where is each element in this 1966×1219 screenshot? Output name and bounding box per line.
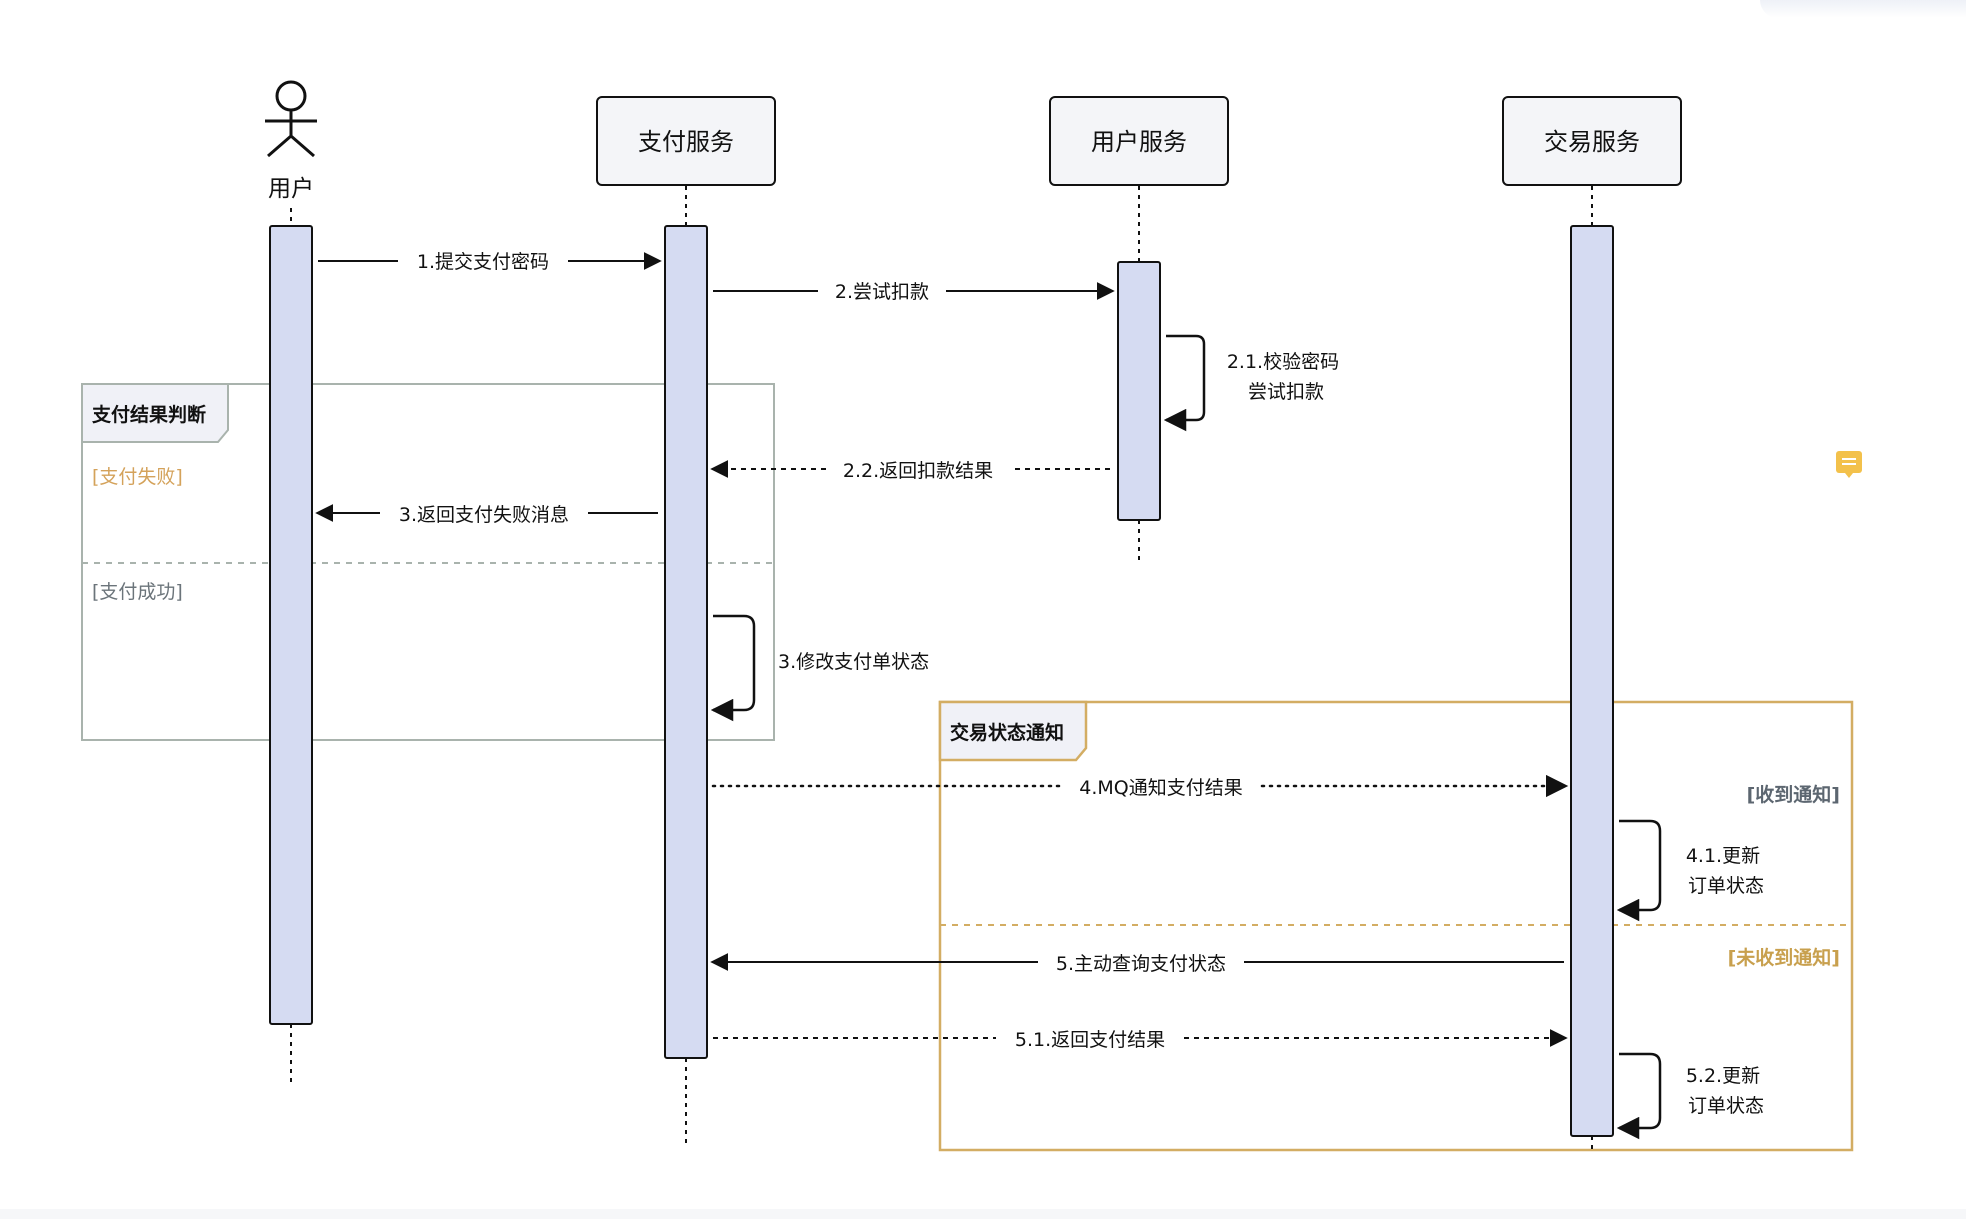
message-3-update[interactable]: 3.修改支付单状态 — [710, 614, 929, 722]
comment-icon[interactable] — [1836, 451, 1862, 478]
message-1[interactable]: 1.提交支付密码 — [318, 251, 662, 273]
message-2-1[interactable]: 2.1.校验密码 尝试扣款 — [1163, 334, 1345, 432]
participant-trade[interactable]: 交易服务 — [1502, 96, 1682, 186]
actor-head-icon — [275, 80, 307, 112]
participant-label: 用户服务 — [1091, 128, 1187, 156]
participant-label: 交易服务 — [1544, 128, 1640, 156]
message-label: 3.修改支付单状态 — [778, 651, 929, 673]
message-label: 2.尝试扣款 — [835, 281, 929, 303]
bottom-edge — [0, 1209, 1966, 1219]
message-2[interactable]: 2.尝试扣款 — [713, 281, 1115, 303]
message-4[interactable]: 4.MQ通知支付结果 — [711, 774, 1569, 799]
message-5[interactable]: 5.主动查询支付状态 — [710, 953, 1564, 975]
activation-pay — [664, 225, 708, 1059]
fragment-pay-result: 支付结果判断 [支付失败] [支付成功] — [81, 383, 775, 741]
participant-label: 支付服务 — [638, 128, 734, 156]
fragment-trade-notify: 交易状态通知 [收到通知] [未收到通知] — [938, 700, 1854, 1152]
participant-user[interactable]: 用户服务 — [1049, 96, 1229, 186]
activation-bars — [269, 225, 1614, 1137]
actor-user[interactable] — [265, 80, 317, 158]
condition-pay-failed: [支付失败] — [92, 466, 183, 488]
lifelines — [290, 186, 1593, 1150]
message-label: 5.2.更新 订单状态 — [1686, 1065, 1766, 1117]
message-2-2[interactable]: 2.2.返回扣款结果 — [710, 460, 1110, 482]
message-label: 2.2.返回扣款结果 — [843, 460, 993, 482]
fragment-title: 交易状态通知 — [950, 721, 1064, 744]
message-label: 1.提交支付密码 — [417, 251, 549, 273]
activation-trade — [1570, 225, 1614, 1137]
message-label: 2.1.校验密码 尝试扣款 — [1227, 351, 1345, 403]
message-label: 4.1.更新 订单状态 — [1686, 845, 1766, 897]
participant-pay[interactable]: 支付服务 — [596, 96, 776, 186]
message-5-1[interactable]: 5.1.返回支付结果 — [713, 1029, 1568, 1051]
message-label: 5.1.返回支付结果 — [1015, 1029, 1165, 1051]
fragment-title: 支付结果判断 — [91, 403, 206, 426]
message-5-2[interactable]: 5.2.更新 订单状态 — [1616, 1052, 1766, 1140]
message-label: 5.主动查询支付状态 — [1056, 953, 1226, 975]
condition-pay-success: [支付成功] — [92, 581, 183, 603]
condition-received: [收到通知] — [1747, 783, 1840, 806]
message-label: 4.MQ通知支付结果 — [1079, 777, 1242, 799]
actor-label: 用户 — [268, 176, 314, 202]
activation-user-service — [1117, 261, 1161, 521]
message-4-1[interactable]: 4.1.更新 订单状态 — [1616, 819, 1766, 922]
activation-user — [269, 225, 313, 1025]
message-3-fail[interactable]: 3.返回支付失败消息 — [315, 504, 658, 526]
top-right-glow — [1760, 0, 1966, 18]
message-label: 3.返回支付失败消息 — [399, 504, 569, 526]
condition-not-received: [未收到通知] — [1728, 946, 1840, 969]
